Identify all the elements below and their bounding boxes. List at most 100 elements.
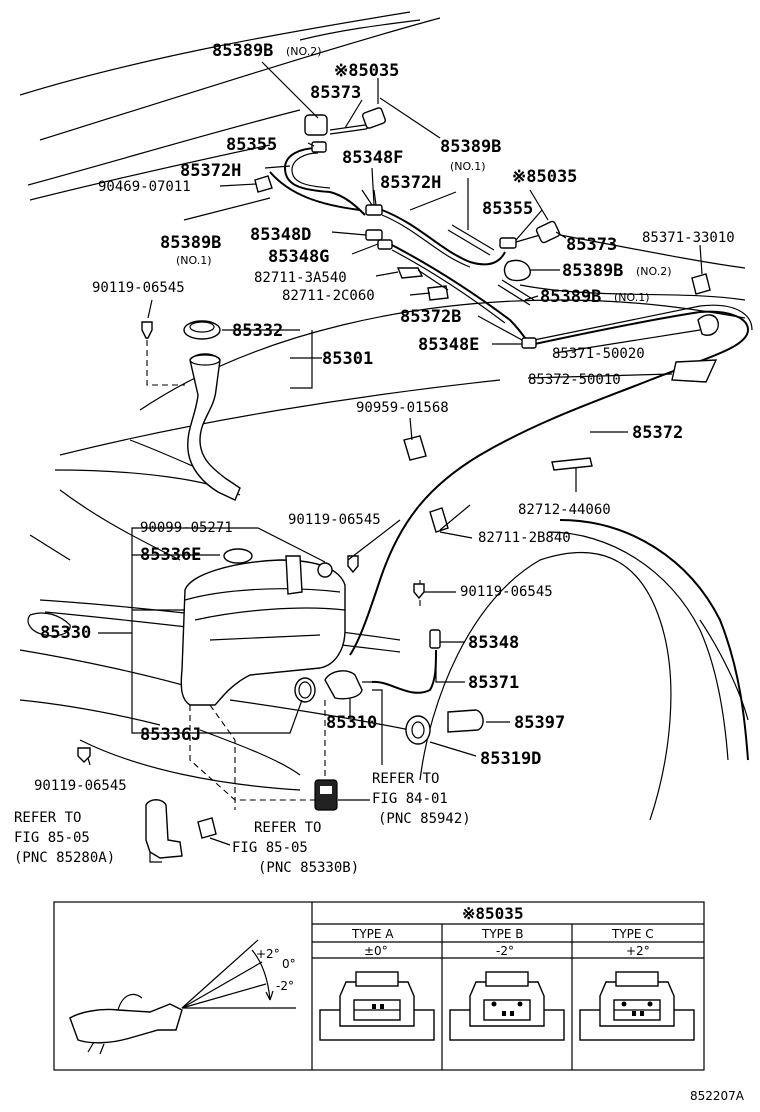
part-85389B-no1-hose-piece (497, 279, 535, 306)
bolt-90119-06545-bottom (77, 747, 91, 763)
label-85371: 85371 (468, 673, 519, 693)
label-85372-50010: 85372-50010 (528, 372, 621, 388)
ref-84-01-line3: (PNC 85942) (378, 811, 471, 827)
upper-hose-assembly (254, 19, 753, 656)
label-85372B: 85372B (400, 307, 461, 327)
label-85389B-no2-top: 85389B (212, 41, 273, 61)
ref-85-05b-line1: REFER TO (254, 820, 321, 836)
clip-85371-33010 (691, 273, 711, 295)
type-b-nozzle-drawing (449, 971, 565, 1041)
ref-85-05a-line1: REFER TO (14, 810, 81, 826)
part-85330-washer-tank (180, 559, 346, 706)
ref-85-05b-line3: (PNC 85330B) (258, 860, 359, 876)
clip-85371-50020 (697, 314, 719, 336)
label-85035-top: ※85035 (334, 61, 399, 81)
label-85389B-no1-right-sub: (NO.1) (450, 160, 486, 173)
inset-frame (53, 901, 705, 1071)
ref-85-05a-line3: (PNC 85280A) (14, 850, 115, 866)
part-85301-filler-neck (187, 353, 241, 501)
label-82711-3A540: 82711-3A540 (254, 270, 347, 286)
part-85355-joint-right (499, 237, 517, 249)
label-85371-50020: 85371-50020 (552, 346, 645, 362)
ref-84-01-line2: FIG 84-01 (372, 791, 448, 807)
ref-85-05b-line2: FIG 85-05 (232, 840, 308, 856)
clip-90469-07011 (254, 175, 273, 193)
part-labels: 85389B (NO.2) ※85035 85373 85355 85372H … (14, 41, 735, 876)
type-c-nozzle-drawing (579, 971, 695, 1041)
inset-title: ※85035 (462, 904, 524, 923)
label-90119-06545-top: 90119-06545 (92, 280, 185, 296)
type-c-name: TYPE C (611, 927, 654, 941)
type-c-angle: +2° (626, 944, 650, 958)
joint-85348E (521, 337, 537, 349)
clip-90099-05271 (317, 562, 333, 578)
part-85319D-grommet (405, 715, 431, 745)
figure-code: 852207A (690, 1089, 745, 1103)
label-85301: 85301 (322, 349, 373, 369)
label-85373-top: 85373 (310, 83, 361, 103)
label-85389B-no1-left: 85389B (160, 233, 221, 253)
type-a-angle: ±0° (364, 944, 388, 958)
label-85355-left: 85355 (226, 135, 277, 155)
label-85348F: 85348F (342, 148, 403, 168)
label-90119-06545-bottom: 90119-06545 (34, 778, 127, 794)
tank-bracket (285, 555, 303, 595)
part-85336E-grommet (223, 548, 253, 564)
label-82711-2C060: 82711-2C060 (282, 288, 375, 304)
leader-lines (87, 61, 703, 846)
label-85332: 85332 (232, 321, 283, 341)
label-85389B-no2-right-sub: (NO.2) (636, 265, 672, 278)
joint-85348F (365, 204, 383, 216)
angle-minus2: -2° (276, 979, 294, 993)
part-85035-nozzle-right (535, 220, 561, 244)
part-85355-joint-left (311, 141, 327, 153)
part-85397-level-sensor (447, 709, 484, 733)
type-b-angle: -2° (496, 944, 514, 958)
spray-angle-drawing (69, 939, 296, 1055)
label-85371-33010: 85371-33010 (642, 230, 735, 246)
label-90469-07011: 90469-07011 (98, 179, 191, 195)
angle-plus2: +2° (256, 947, 280, 961)
label-90099-05271: 90099-05271 (140, 520, 233, 536)
clip-82711-2B840 (429, 507, 449, 533)
connector-pnc-85942 (314, 779, 338, 811)
part-85035-nozzle-top (362, 107, 386, 129)
label-85348G: 85348G (268, 247, 329, 267)
label-90119-06545-right: 90119-06545 (460, 584, 553, 600)
type-a-nozzle-drawing (319, 971, 435, 1041)
ref-84-01-line1: REFER TO (372, 771, 439, 787)
label-85310: 85310 (326, 713, 377, 733)
vehicle-body-outline (19, 11, 749, 821)
bolt-90119-06545-mid (347, 555, 359, 574)
joint-85348D (365, 229, 383, 241)
label-85389B-no1-low: 85389B (540, 287, 601, 307)
label-85389B-no1-low-sub: (NO.1) (614, 291, 650, 304)
label-85330: 85330 (40, 623, 91, 643)
clip-82712-44060 (551, 457, 593, 471)
label-85389B-no2-right: 85389B (562, 261, 623, 281)
bolt-90119-06545-right (413, 583, 425, 600)
label-85355-right: 85355 (482, 199, 533, 219)
label-85336E: 85336E (140, 545, 201, 565)
clip-82711-3A540 (396, 267, 424, 279)
part-85332-cap (183, 320, 221, 340)
ref-85-05a-line2: FIG 85-05 (14, 830, 90, 846)
label-85397: 85397 (514, 713, 565, 733)
part-85280A-pump (145, 799, 183, 859)
type-a-name: TYPE A (351, 927, 394, 941)
label-85373-right: 85373 (566, 235, 617, 255)
label-85372: 85372 (632, 423, 683, 443)
part-85310-pump-motor (324, 670, 363, 700)
bolt-90119-06545-top (141, 321, 153, 339)
label-85348D: 85348D (250, 225, 311, 245)
label-82711-2B840: 82711-2B840 (478, 530, 571, 546)
joint-85348G (377, 239, 393, 250)
label-85348E: 85348E (418, 335, 479, 355)
type-b-name: TYPE B (481, 927, 524, 941)
label-85372H-left: 85372H (180, 161, 241, 181)
angle-zero: 0° (282, 957, 296, 971)
label-85372H-mid: 85372H (380, 173, 441, 193)
part-85336J-grommet (294, 677, 316, 703)
label-85035-right: ※85035 (512, 167, 577, 187)
